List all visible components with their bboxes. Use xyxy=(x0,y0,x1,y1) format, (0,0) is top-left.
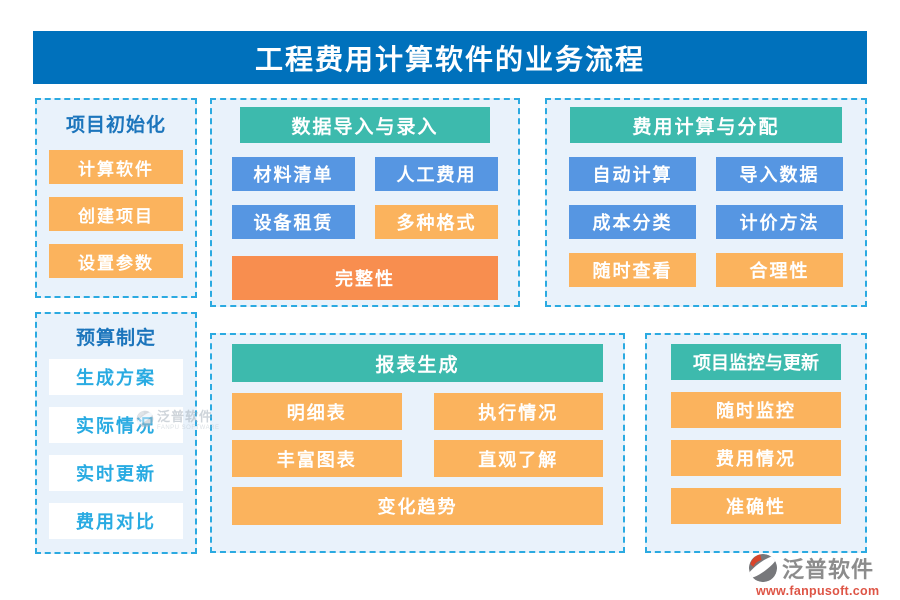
node-set-params: 设置参数 xyxy=(49,244,183,278)
node-actual-situation: 实际情况 xyxy=(49,407,183,443)
node-change-trend: 变化趋势 xyxy=(232,487,603,525)
node-realtime-update: 实时更新 xyxy=(49,455,183,491)
panel-report: 报表生成 明细表 执行情况 丰富图表 直观了解 变化趋势 xyxy=(210,333,625,553)
node-equipment-rental: 设备租赁 xyxy=(232,205,355,239)
node-detail-table: 明细表 xyxy=(232,393,402,430)
node-generate-plan: 生成方案 xyxy=(49,359,183,395)
footer-brand: 泛普软件 www.fanpusoft.com xyxy=(748,552,888,598)
node-material-list: 材料清单 xyxy=(232,157,355,191)
watermark-fanpu: 泛普软件 FANPU SOFTWARE xyxy=(136,410,219,432)
node-calc-software: 计算软件 xyxy=(49,150,183,184)
watermark-subtitle: FANPU SOFTWARE xyxy=(157,425,220,431)
node-multi-format: 多种格式 xyxy=(375,205,498,239)
panel-budget: 预算制定 生成方案 实际情况 实时更新 费用对比 xyxy=(35,312,197,554)
node-create-project: 创建项目 xyxy=(49,197,183,231)
footer-brand-row: 泛普软件 xyxy=(748,552,888,584)
node-import-data: 导入数据 xyxy=(716,157,843,191)
page-title: 工程费用计算软件的业务流程 xyxy=(33,31,867,84)
node-view-anytime: 随时查看 xyxy=(569,253,696,287)
report-grid: 明细表 执行情况 丰富图表 直观了解 xyxy=(232,393,603,477)
node-intuitive-understand: 直观了解 xyxy=(433,440,603,477)
panel-project-init: 项目初始化 计算软件 创建项目 设置参数 xyxy=(35,98,197,298)
node-rationality: 合理性 xyxy=(716,253,843,287)
node-execution-status: 执行情况 xyxy=(433,393,603,430)
footer-brand-name: 泛普软件 xyxy=(782,557,875,582)
node-cost-status: 费用情况 xyxy=(671,440,841,476)
node-cost-compare: 费用对比 xyxy=(49,503,183,539)
node-labor-cost: 人工费用 xyxy=(375,157,498,191)
node-rich-charts: 丰富图表 xyxy=(232,440,402,477)
panel-project-init-heading: 项目初始化 xyxy=(65,115,166,136)
header-data-import: 数据导入与录入 xyxy=(240,107,490,143)
fanpu-logo-icon xyxy=(748,553,778,583)
header-monitor-update: 项目监控与更新 xyxy=(671,344,841,380)
data-import-grid: 材料清单 人工费用 设备租赁 多种格式 xyxy=(232,157,498,239)
node-pricing-method: 计价方法 xyxy=(716,205,843,239)
header-report-gen: 报表生成 xyxy=(232,344,603,382)
node-cost-classify: 成本分类 xyxy=(569,205,696,239)
node-auto-calc: 自动计算 xyxy=(569,157,696,191)
header-cost-calc: 费用计算与分配 xyxy=(570,107,842,143)
node-realtime-monitor: 随时监控 xyxy=(671,392,841,428)
panel-cost-calc: 费用计算与分配 自动计算 导入数据 成本分类 计价方法 随时查看 合理性 xyxy=(545,98,867,307)
footer-brand-url: www.fanpusoft.com xyxy=(756,584,880,598)
panel-data-import: 数据导入与录入 材料清单 人工费用 设备租赁 多种格式 完整性 xyxy=(210,98,520,307)
watermark-text: 泛普软件 FANPU SOFTWARE xyxy=(157,410,219,432)
watermark-brand: 泛普软件 xyxy=(157,409,214,424)
cost-calc-grid: 自动计算 导入数据 成本分类 计价方法 随时查看 合理性 xyxy=(569,157,843,287)
node-accuracy: 准确性 xyxy=(671,488,841,524)
node-completeness: 完整性 xyxy=(232,256,498,300)
fanpu-logo-icon-watermark xyxy=(136,410,154,428)
panel-monitor: 项目监控与更新 随时监控 费用情况 准确性 xyxy=(645,333,867,553)
panel-budget-heading: 预算制定 xyxy=(75,328,156,349)
